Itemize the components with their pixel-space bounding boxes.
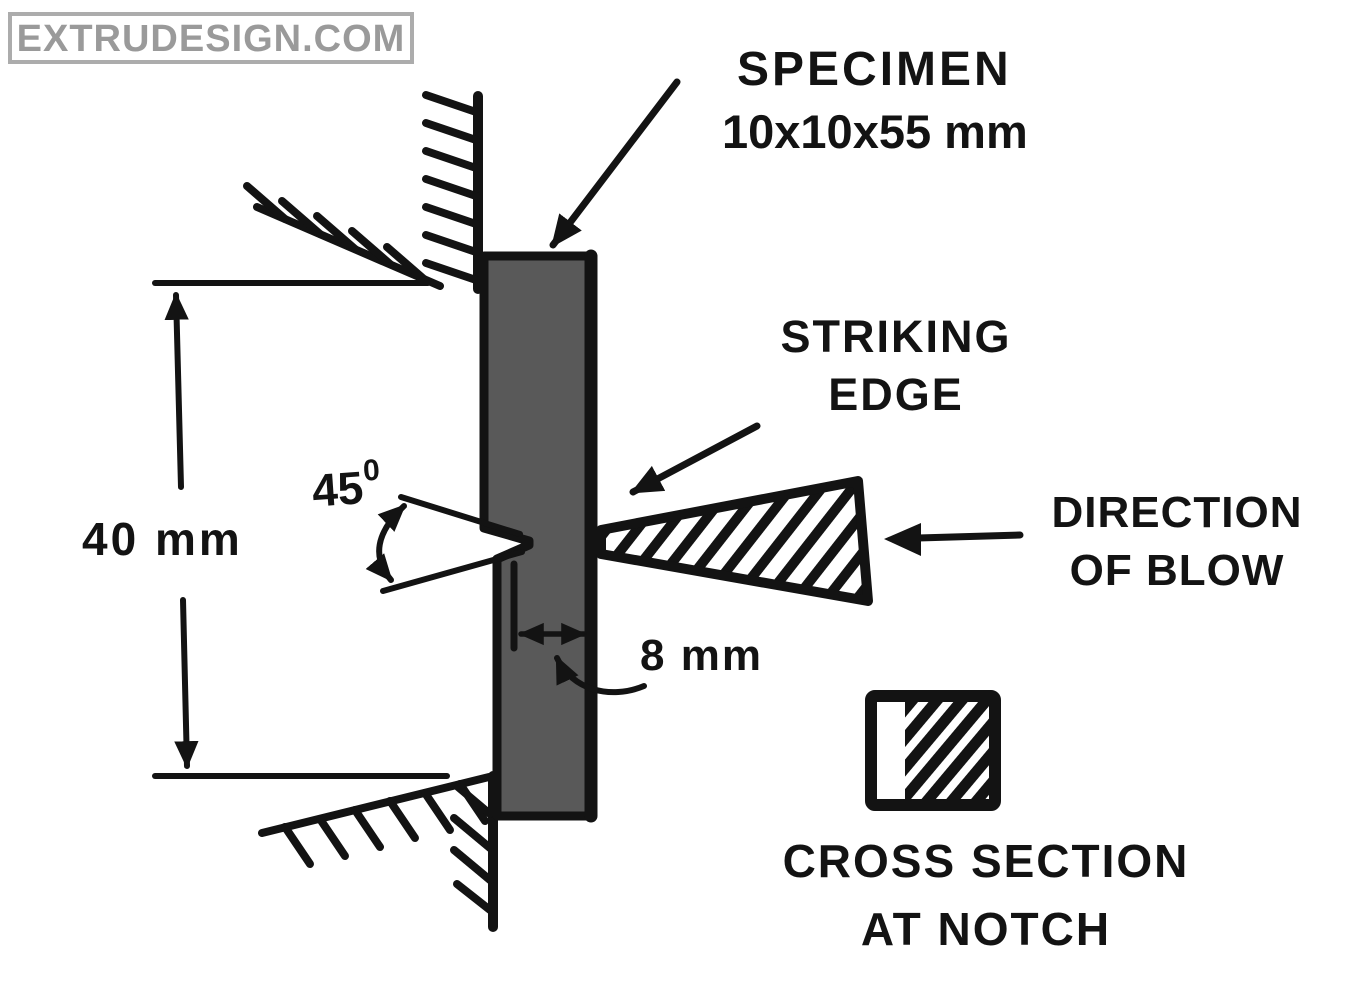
leader-specimen (549, 78, 681, 249)
dimension-40mm (152, 280, 450, 779)
top-support (243, 91, 483, 294)
dimension-40mm-label: 40 mm (82, 513, 243, 565)
dimension-8mm (510, 560, 647, 696)
cross-section-line2: AT NOTCH (860, 902, 1112, 955)
cross-section-label: CROSS SECTION AT NOTCH (762, 828, 1210, 963)
specimen-bar (479, 249, 598, 823)
cross-section-line1: CROSS SECTION (782, 835, 1190, 887)
direction-line1: DIRECTION (1051, 488, 1303, 537)
direction-of-blow-label: DIRECTION OF BLOW (1018, 484, 1336, 600)
angle-value: 45 (310, 461, 365, 517)
notch-angle-indicator (365, 494, 525, 594)
cross-section-figure (865, 690, 1001, 811)
leader-striking-edge (629, 422, 761, 496)
striking-edge-wedge (596, 476, 873, 606)
arrowhead-left-icon (884, 523, 921, 556)
leader-8mm (554, 655, 647, 696)
direction-of-blow-arrow (884, 523, 1024, 556)
striking-edge-line2: EDGE (828, 368, 964, 420)
angle-arc-arrow (365, 503, 407, 583)
specimen-label: SPECIMEN (737, 43, 1012, 96)
cross-section-hatch (905, 702, 991, 800)
dimension-arrow-up (164, 292, 189, 490)
dimension-8mm-label: 8 mm (640, 631, 763, 680)
dimension-arrow-down (174, 597, 199, 769)
striking-edge-line1: STRIKING (780, 311, 1012, 362)
striking-edge-label: STRIKING EDGE (750, 308, 1042, 423)
notch-angle-label: 450 (310, 454, 381, 517)
specimen-body (479, 251, 596, 821)
angle-exponent: 0 (361, 453, 381, 488)
bottom-support (258, 771, 498, 932)
top-support-hatching (243, 91, 480, 284)
bottom-support-hatching (281, 780, 494, 914)
watermark: EXTRUDESIGN.COM (8, 12, 414, 64)
specimen-size-label: 10x10x55 mm (722, 105, 1028, 158)
direction-line2: OF BLOW (1069, 546, 1285, 596)
